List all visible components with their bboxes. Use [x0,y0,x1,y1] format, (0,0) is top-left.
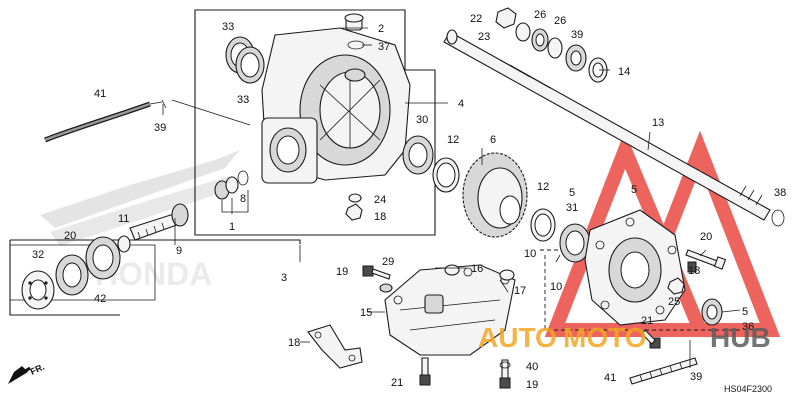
breather-tube [44,99,251,143]
callout-39-right: 39 [690,371,702,383]
callout-21: 21 [641,315,653,327]
callout-11: 11 [118,213,129,225]
seal-bearing-right [530,208,591,263]
callout-1: 1 [229,221,235,233]
callout-19-bottom: 19 [526,379,538,391]
callout-36: 38 [774,187,786,199]
fasteners [345,193,697,389]
oil-seal-34 [701,298,723,326]
axle-shaft [443,29,771,221]
callout-14: 14 [618,66,630,78]
callout-5-a: 5 [569,187,575,199]
callout-19-top: 19 [336,266,348,278]
callout-26-right: 25 [668,296,680,308]
callout-35: 37 [378,41,390,53]
callout-42: 42 [94,293,106,305]
callout-38: 40 [526,361,538,373]
callout-37: 39 [571,29,583,41]
callout-17: 18 [288,337,300,349]
callout-29: 29 [382,256,394,268]
callout-12-right: 12 [537,181,549,193]
callout-4: 4 [458,98,464,110]
gear-case-cover [584,209,686,326]
callout-41: 41 [604,372,616,384]
callout-34: 36 [742,321,754,333]
callout-9: 10 [524,248,536,260]
leader-lines [162,27,741,368]
callout-5-b: 5 [631,184,637,196]
callout-40: 41 [94,88,106,100]
callout-22: 21 [391,377,403,389]
callout-16-top: 16 [471,263,483,275]
watermark-hub: HUB [710,322,771,353]
callout-26-top: 24 [374,194,386,206]
front-label: FR. [29,362,46,377]
callout-30: 30 [416,114,428,126]
callout-16-right: 17 [514,285,526,297]
callout-31: 31 [566,202,578,214]
skid-plate [384,264,516,356]
callout-25: 23 [478,31,490,43]
callout-27: 26 [534,9,546,21]
callout-20: 20 [700,231,712,243]
callout-2: 2 [378,23,384,35]
bearing-33 [225,36,265,84]
pinion-gear [129,203,189,241]
pinion-bearing-stack [21,235,131,310]
automotohub-watermark: AUTO MOTO HUB [478,322,771,353]
callout-24: 22 [470,13,482,25]
callout-5-c: 5 [742,306,748,318]
front-direction-arrow: FR. [8,362,46,384]
callout-39-left: 39 [154,122,166,134]
stud-41 [629,357,698,385]
gear-case-housing [261,27,411,184]
callout-33-bottom: 33 [237,94,249,106]
bolt-21 [641,329,661,349]
callout-18-right: 18 [688,265,700,277]
snap-ring-36 [771,209,785,227]
watermark-moto: MOTO [563,322,646,353]
callout-23: 20 [64,230,76,242]
callout-10: 10 [550,281,562,293]
callout-13: 13 [652,117,664,129]
diagram-code: HS04F2300 [724,384,772,394]
ring-gear [462,152,528,238]
filler-cap [344,13,365,50]
bearing-30 [402,135,460,193]
callout-6: 8 [240,193,246,205]
sleeve-ring-1-6 [214,170,249,213]
callout-3: 3 [281,272,287,284]
callout-12-left: 12 [447,134,459,146]
bolt-20 [685,249,727,270]
callout-8: 6 [490,134,496,146]
bracket-17 [307,324,363,369]
callout-33-top: 33 [222,21,234,33]
watermark-auto: AUTO [478,322,557,353]
callout-7: 9 [176,245,182,257]
callout-32: 32 [32,249,44,261]
callout-28: 26 [554,15,566,27]
callout-18-top: 18 [374,211,386,223]
callout-labels: 33 33 2 37 4 30 12 6 22 23 26 26 39 14 1… [32,9,786,391]
callout-15: 15 [360,307,372,319]
